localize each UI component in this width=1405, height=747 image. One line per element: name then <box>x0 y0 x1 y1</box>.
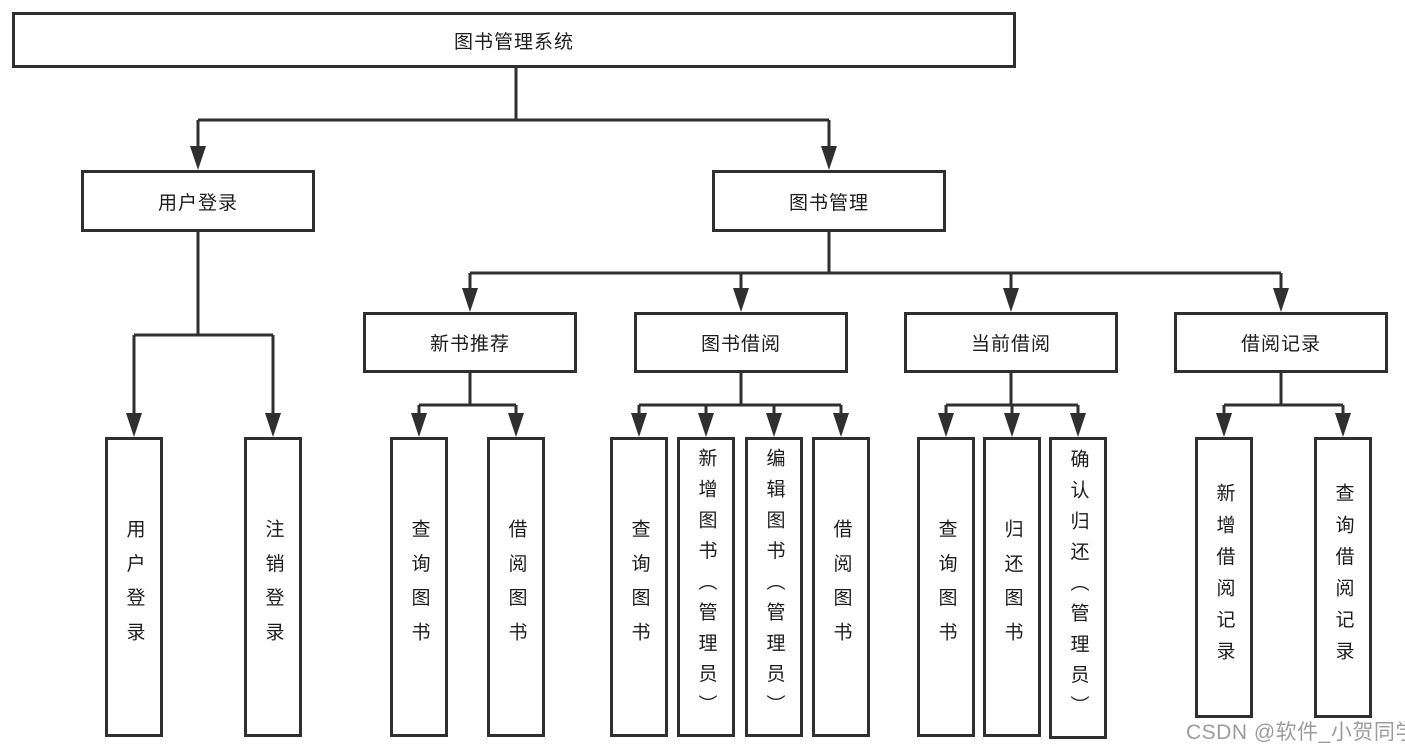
leaf-logout-label: 注销登录 <box>262 518 284 656</box>
leaf-user-login: 用户登录 <box>105 437 163 737</box>
arrowhead <box>821 146 837 170</box>
leaf-logout: 注销登录 <box>244 437 302 737</box>
node-borrow-records-label: 借阅记录 <box>1240 334 1321 355</box>
leaf-add-borrow-record-label: 新增借阅记录 <box>1213 482 1235 673</box>
connector-user-login <box>132 232 275 416</box>
leaf-user-login-label: 用户登录 <box>123 518 145 656</box>
leaf-query-borrow-record: 查询借阅记录 <box>1314 437 1372 718</box>
leaf-confirm-return-admin-label: 确认归还（管理员） <box>1067 449 1089 727</box>
leaf-borrow-books-recommend: 借阅图书 <box>487 437 545 737</box>
node-new-book-recommend-label: 新书推荐 <box>429 334 510 355</box>
arrowhead <box>126 413 142 437</box>
node-current-borrow: 当前借阅 <box>904 312 1118 373</box>
leaf-query-borrow-record-label: 查询借阅记录 <box>1332 482 1354 673</box>
leaf-add-borrow-record: 新增借阅记录 <box>1195 437 1253 718</box>
node-book-management: 图书管理 <box>712 170 946 232</box>
arrowhead <box>1216 413 1232 437</box>
leaf-borrow-books-recommend-label: 借阅图书 <box>505 518 527 656</box>
node-current-borrow-label: 当前借阅 <box>970 334 1051 355</box>
arrowhead <box>1003 288 1019 312</box>
leaf-edit-book-admin-label: 编辑图书（管理员） <box>763 448 785 726</box>
leaf-edit-book-admin: 编辑图书（管理员） <box>745 437 803 737</box>
node-root-label: 图书管理系统 <box>453 31 574 53</box>
leaf-borrow-books: 借阅图书 <box>812 437 870 737</box>
connector-new-book <box>417 373 518 416</box>
node-user-login: 用户登录 <box>81 170 315 232</box>
arrowhead <box>1070 413 1086 437</box>
node-book-management-label: 图书管理 <box>788 192 869 214</box>
leaf-query-books-current: 查询图书 <box>917 437 975 737</box>
leaf-query-books-recommend-label: 查询图书 <box>408 518 430 656</box>
node-root: 图书管理系统 <box>12 12 1016 68</box>
leaf-query-books-recommend: 查询图书 <box>390 437 448 737</box>
node-user-login-label: 用户登录 <box>157 192 238 214</box>
leaf-add-book-admin: 新增图书（管理员） <box>677 437 735 737</box>
leaf-return-book: 归还图书 <box>983 437 1041 737</box>
node-borrow-records: 借阅记录 <box>1174 312 1388 373</box>
leaf-return-book-label: 归还图书 <box>1001 518 1023 656</box>
leaf-query-books-borrow: 查询图书 <box>610 437 668 737</box>
connector-root <box>196 68 831 150</box>
arrowhead <box>733 288 749 312</box>
connector-current-borrow <box>944 373 1080 416</box>
connector-borrow-records <box>1222 373 1345 416</box>
leaf-borrow-books-label: 借阅图书 <box>830 518 852 656</box>
leaf-query-books-borrow-label: 查询图书 <box>628 518 650 656</box>
leaf-query-books-current-label: 查询图书 <box>935 518 957 656</box>
arrowhead <box>1004 413 1020 437</box>
arrowhead <box>411 413 427 437</box>
arrowhead <box>766 413 782 437</box>
connector-book-borrow <box>637 373 843 416</box>
leaf-confirm-return-admin: 确认归还（管理员） <box>1049 437 1107 739</box>
arrowhead <box>938 413 954 437</box>
arrowhead <box>631 413 647 437</box>
arrowhead <box>508 413 524 437</box>
leaf-add-book-admin-label: 新增图书（管理员） <box>695 448 717 726</box>
arrowhead <box>1273 288 1289 312</box>
arrowhead <box>190 146 206 170</box>
arrowhead <box>462 288 478 312</box>
arrowhead <box>1335 413 1351 437</box>
node-book-borrow: 图书借阅 <box>634 312 848 373</box>
node-book-borrow-label: 图书借阅 <box>700 334 781 355</box>
node-new-book-recommend: 新书推荐 <box>363 312 577 373</box>
arrowhead <box>833 413 849 437</box>
arrowhead <box>698 413 714 437</box>
csdn-watermark: CSDN @软件_小贺同学 <box>1186 721 1405 744</box>
arrowhead <box>265 413 281 437</box>
connector-book-management <box>468 232 1283 292</box>
